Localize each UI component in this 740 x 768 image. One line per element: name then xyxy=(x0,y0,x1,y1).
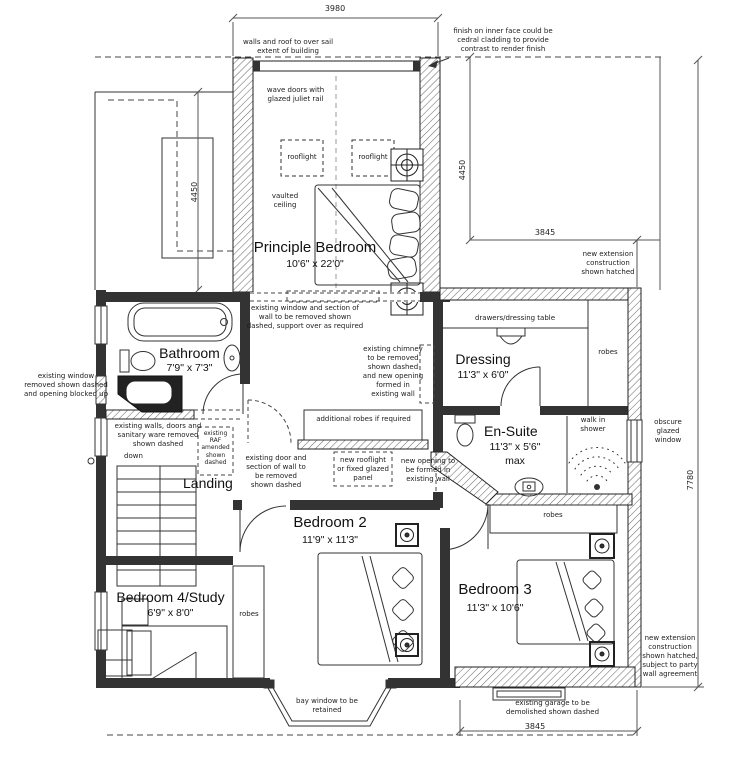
new-extension-walls xyxy=(105,287,642,688)
removed-walls-dashed xyxy=(194,344,437,492)
note-raf-amended: existing RAF amended shown dashed xyxy=(201,430,230,466)
dimension-garage-width: 3845 xyxy=(524,722,546,731)
single-bed-bedroom4 xyxy=(121,625,228,681)
label-walk-in-shower: walk in shower xyxy=(580,416,606,434)
room-name-bathroom: Bathroom xyxy=(159,345,220,361)
room-size-ensuite: 11'3" x 5'6" xyxy=(489,441,541,453)
dimension-right-height: 4450 xyxy=(458,159,467,181)
note-vaulted-ceiling: vaulted ceiling xyxy=(271,192,299,210)
ceiling-speaker-symbol xyxy=(395,633,419,657)
room-name-bedroom3: Bedroom 3 xyxy=(458,581,532,598)
room-size-principle-bedroom: 10'6" x 22'0" xyxy=(286,258,344,270)
note-walls-removed: existing walls, doors and sanitary ware … xyxy=(114,422,202,449)
label-robes-bedroom2: robes xyxy=(239,610,259,618)
stairs xyxy=(116,465,197,587)
robes-strip-bedroom2 xyxy=(232,565,265,679)
room-size-bedroom2: 11'9" x 11'3" xyxy=(301,534,359,546)
note-obscure-window: obscure glazed window xyxy=(654,418,682,445)
toilet-ensuite xyxy=(454,414,476,447)
washbasin-ensuite xyxy=(514,477,544,497)
shower-tray xyxy=(117,375,183,413)
dimension-overall-depth: 7780 xyxy=(686,469,695,491)
note-window-blocked: existing window removed shown dashed and… xyxy=(23,372,109,399)
label-robes-ensuite: robes xyxy=(543,511,563,519)
oversail-dashed-outline xyxy=(95,56,662,736)
note-extension-party-wall: new extension construction shown hatched… xyxy=(642,634,698,679)
toilet-bathroom xyxy=(119,349,156,373)
note-additional-robes: additional robes if required xyxy=(316,415,411,423)
removed-door-dashed xyxy=(247,399,292,444)
west-wall-openings xyxy=(87,305,108,651)
extract-fan-symbol xyxy=(390,148,424,182)
bedroom2-door xyxy=(239,505,287,553)
double-bed-bedroom3 xyxy=(516,559,615,645)
room-name-bedroom2: Bedroom 2 xyxy=(293,514,367,531)
ceiling-speaker-symbol xyxy=(395,523,419,547)
note-window-wall-removed: existing window and section of wall to b… xyxy=(246,304,364,331)
label-rooflight-1: rooflight xyxy=(287,153,317,161)
note-bay-window: bay window to be retained xyxy=(296,697,358,715)
raf-dashed-box xyxy=(197,426,234,476)
label-drawers: drawers/dressing table xyxy=(474,314,556,322)
note-extension-hatched: new extension construction shown hatched xyxy=(581,250,635,277)
robes-strip-below-ensuite xyxy=(489,504,618,534)
room-size-ensuite-qualifier: max xyxy=(505,455,525,467)
porch-below xyxy=(97,629,133,677)
label-rooflight-2: rooflight xyxy=(358,153,388,161)
room-name-dressing: Dressing xyxy=(455,351,511,367)
washbasin-bathroom xyxy=(223,344,241,372)
dimension-lines xyxy=(193,13,704,736)
walk-in-shower-spray xyxy=(566,416,626,493)
label-down: down xyxy=(124,452,143,460)
dressing-door xyxy=(500,366,541,415)
desk xyxy=(121,598,149,626)
bay-window xyxy=(263,679,397,727)
label-robes-dressing: robes xyxy=(598,348,618,356)
note-new-rooflight: new rooflight or fixed glazed panel xyxy=(337,456,389,483)
dimension-top-width: 3980 xyxy=(324,4,346,13)
ceiling-speaker-symbol xyxy=(589,641,615,667)
ensuite-entry-door xyxy=(441,503,489,551)
room-size-bedroom3: 11'3" x 10'6" xyxy=(466,602,524,614)
note-garage-demolished: existing garage to be demolished shown d… xyxy=(505,699,600,717)
double-bed-principle xyxy=(314,184,421,286)
left-roof-outline xyxy=(94,91,233,290)
bathroom-door xyxy=(202,373,244,415)
room-size-dressing: 11'3" x 6'0" xyxy=(457,369,509,381)
double-bed-bedroom2 xyxy=(317,552,423,666)
additional-robes-box xyxy=(303,409,423,441)
ceiling-speaker-symbol xyxy=(589,533,615,559)
room-name-landing: Landing xyxy=(183,475,233,491)
bathtub xyxy=(127,302,233,342)
room-size-bedroom4: 6'9" x 8'0" xyxy=(147,607,194,619)
note-cladding: finish on inner face could be cedral cla… xyxy=(453,27,553,54)
dimension-left-height: 4450 xyxy=(190,181,199,203)
obscure-window xyxy=(626,419,643,463)
note-chimney-removed: existing chimney to be removed shown das… xyxy=(362,345,424,399)
room-name-ensuite: En-Suite xyxy=(484,423,538,439)
room-size-bathroom: 7'9" x 7'3" xyxy=(166,362,213,374)
note-oversail: walls and roof to over sail extent of bu… xyxy=(242,38,334,56)
note-door-removed: existing door and section of wall to be … xyxy=(245,454,307,490)
note-wave-doors: wave doors with glazed juliet rail xyxy=(266,86,325,104)
garage-door xyxy=(492,687,566,701)
leader-arrow-cladding xyxy=(428,57,450,68)
room-name-bedroom4: Bedroom 4/Study xyxy=(116,589,225,605)
note-new-opening: new opening to be formed in existing wal… xyxy=(400,457,456,484)
dressing-fittings xyxy=(443,300,589,406)
dimension-extension-width: 3845 xyxy=(534,228,556,237)
room-name-principle-bedroom: Principle Bedroom xyxy=(253,239,377,256)
removed-window-dashed xyxy=(250,290,420,303)
new-rooflight-box xyxy=(333,451,393,487)
